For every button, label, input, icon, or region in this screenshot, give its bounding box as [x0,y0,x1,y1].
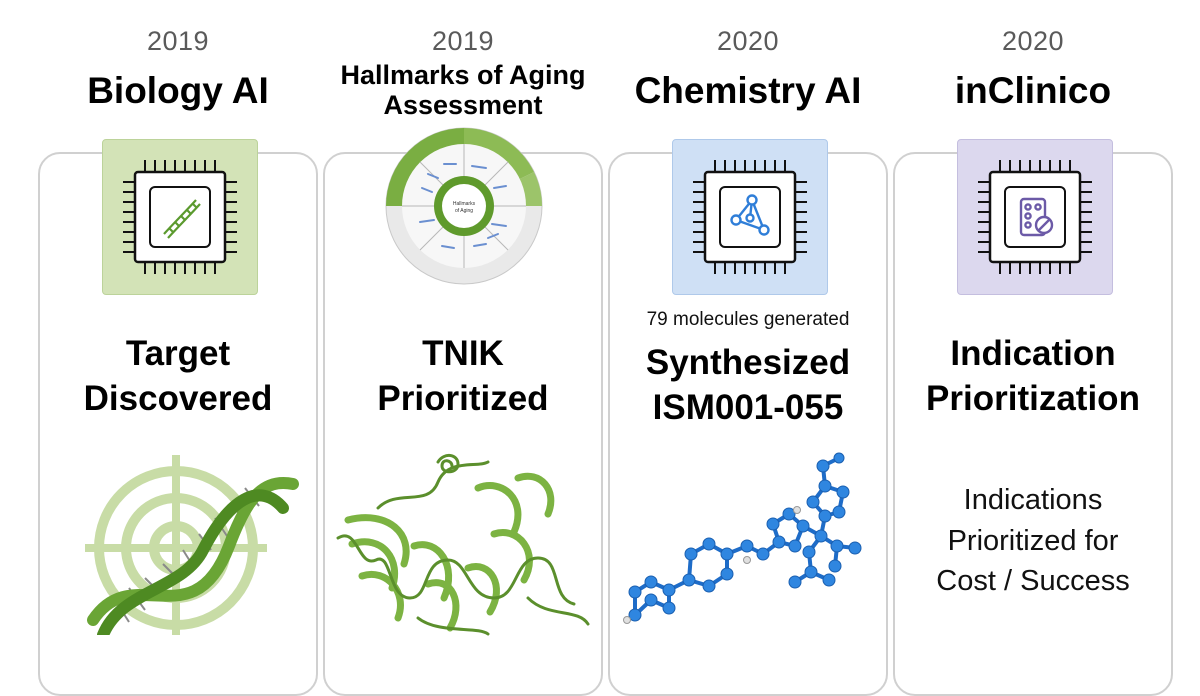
wheel-center-label-1: Hallmarks [453,201,476,207]
headline-line-1: Target [125,334,231,373]
headline-line-1: TNIK [422,334,504,373]
ai-chip-tile [672,139,828,295]
column-title-line-2: Assessment [383,90,543,121]
dna-icon [163,199,201,239]
molecules-generated-label: 79 molecules generated [646,309,850,330]
column-title-line-1: Hallmarks of Aging [340,60,586,90]
headline: Target Discovered [33,332,323,422]
description-line-2: Prioritized for [947,524,1119,557]
headline-line-2: Prioritization [926,378,1140,418]
headline: TNIK Prioritized [318,332,608,422]
indications-description: Indications Prioritized for Cost / Succe… [888,480,1178,602]
description-line-3: Cost / Success [936,565,1130,598]
protein-structure-illustration [336,454,590,636]
headline: Synthesized ISM001-055 [603,341,893,431]
column-inclinico: 2020 inClinico Indication Prioritization [888,0,1178,696]
column-biology-ai: 2019 Biology AI Target Di [33,0,323,696]
headline-line-1: Indication [950,334,1116,373]
chip-icon [693,160,807,274]
column-title: inClinico [954,70,1112,111]
year-label: 2020 [716,26,780,56]
description-line-1: Indications [963,484,1103,516]
column-title: Biology AI [87,70,269,111]
year-label: 2019 [146,26,210,56]
headline: Indication Prioritization [888,332,1178,422]
ai-chip-tile [957,139,1113,295]
column-hallmarks-of-aging: 2019 Hallmarks of Aging Assessment Hallm… [318,0,608,696]
year-label: 2020 [1001,26,1065,56]
headline-line-1: Synthesized [645,343,851,382]
column-title: Hallmarks of Aging Assessment [318,60,608,120]
ball-and-stick-molecule-illustration [623,452,862,624]
chip-icon [123,160,237,274]
pill-pack-icon [1019,197,1054,237]
wheel-center-label-2: of Aging [455,208,473,214]
molecule-network-icon [730,194,770,236]
ai-chip-tile [102,139,258,295]
chip-icon [978,160,1092,274]
headline-line-2: Discovered [83,378,273,418]
headline-line-2: ISM001-055 [652,387,844,427]
hallmarks-wheel-diagram: Hallmarks of Aging [385,127,543,285]
column-title: Chemistry AI [634,70,862,111]
headline-line-2: Prioritized [377,378,549,418]
dna-target-illustration [85,455,299,635]
year-label: 2019 [431,26,495,56]
column-chemistry-ai: 2020 Chemistry AI 79 molecules generated… [603,0,893,696]
